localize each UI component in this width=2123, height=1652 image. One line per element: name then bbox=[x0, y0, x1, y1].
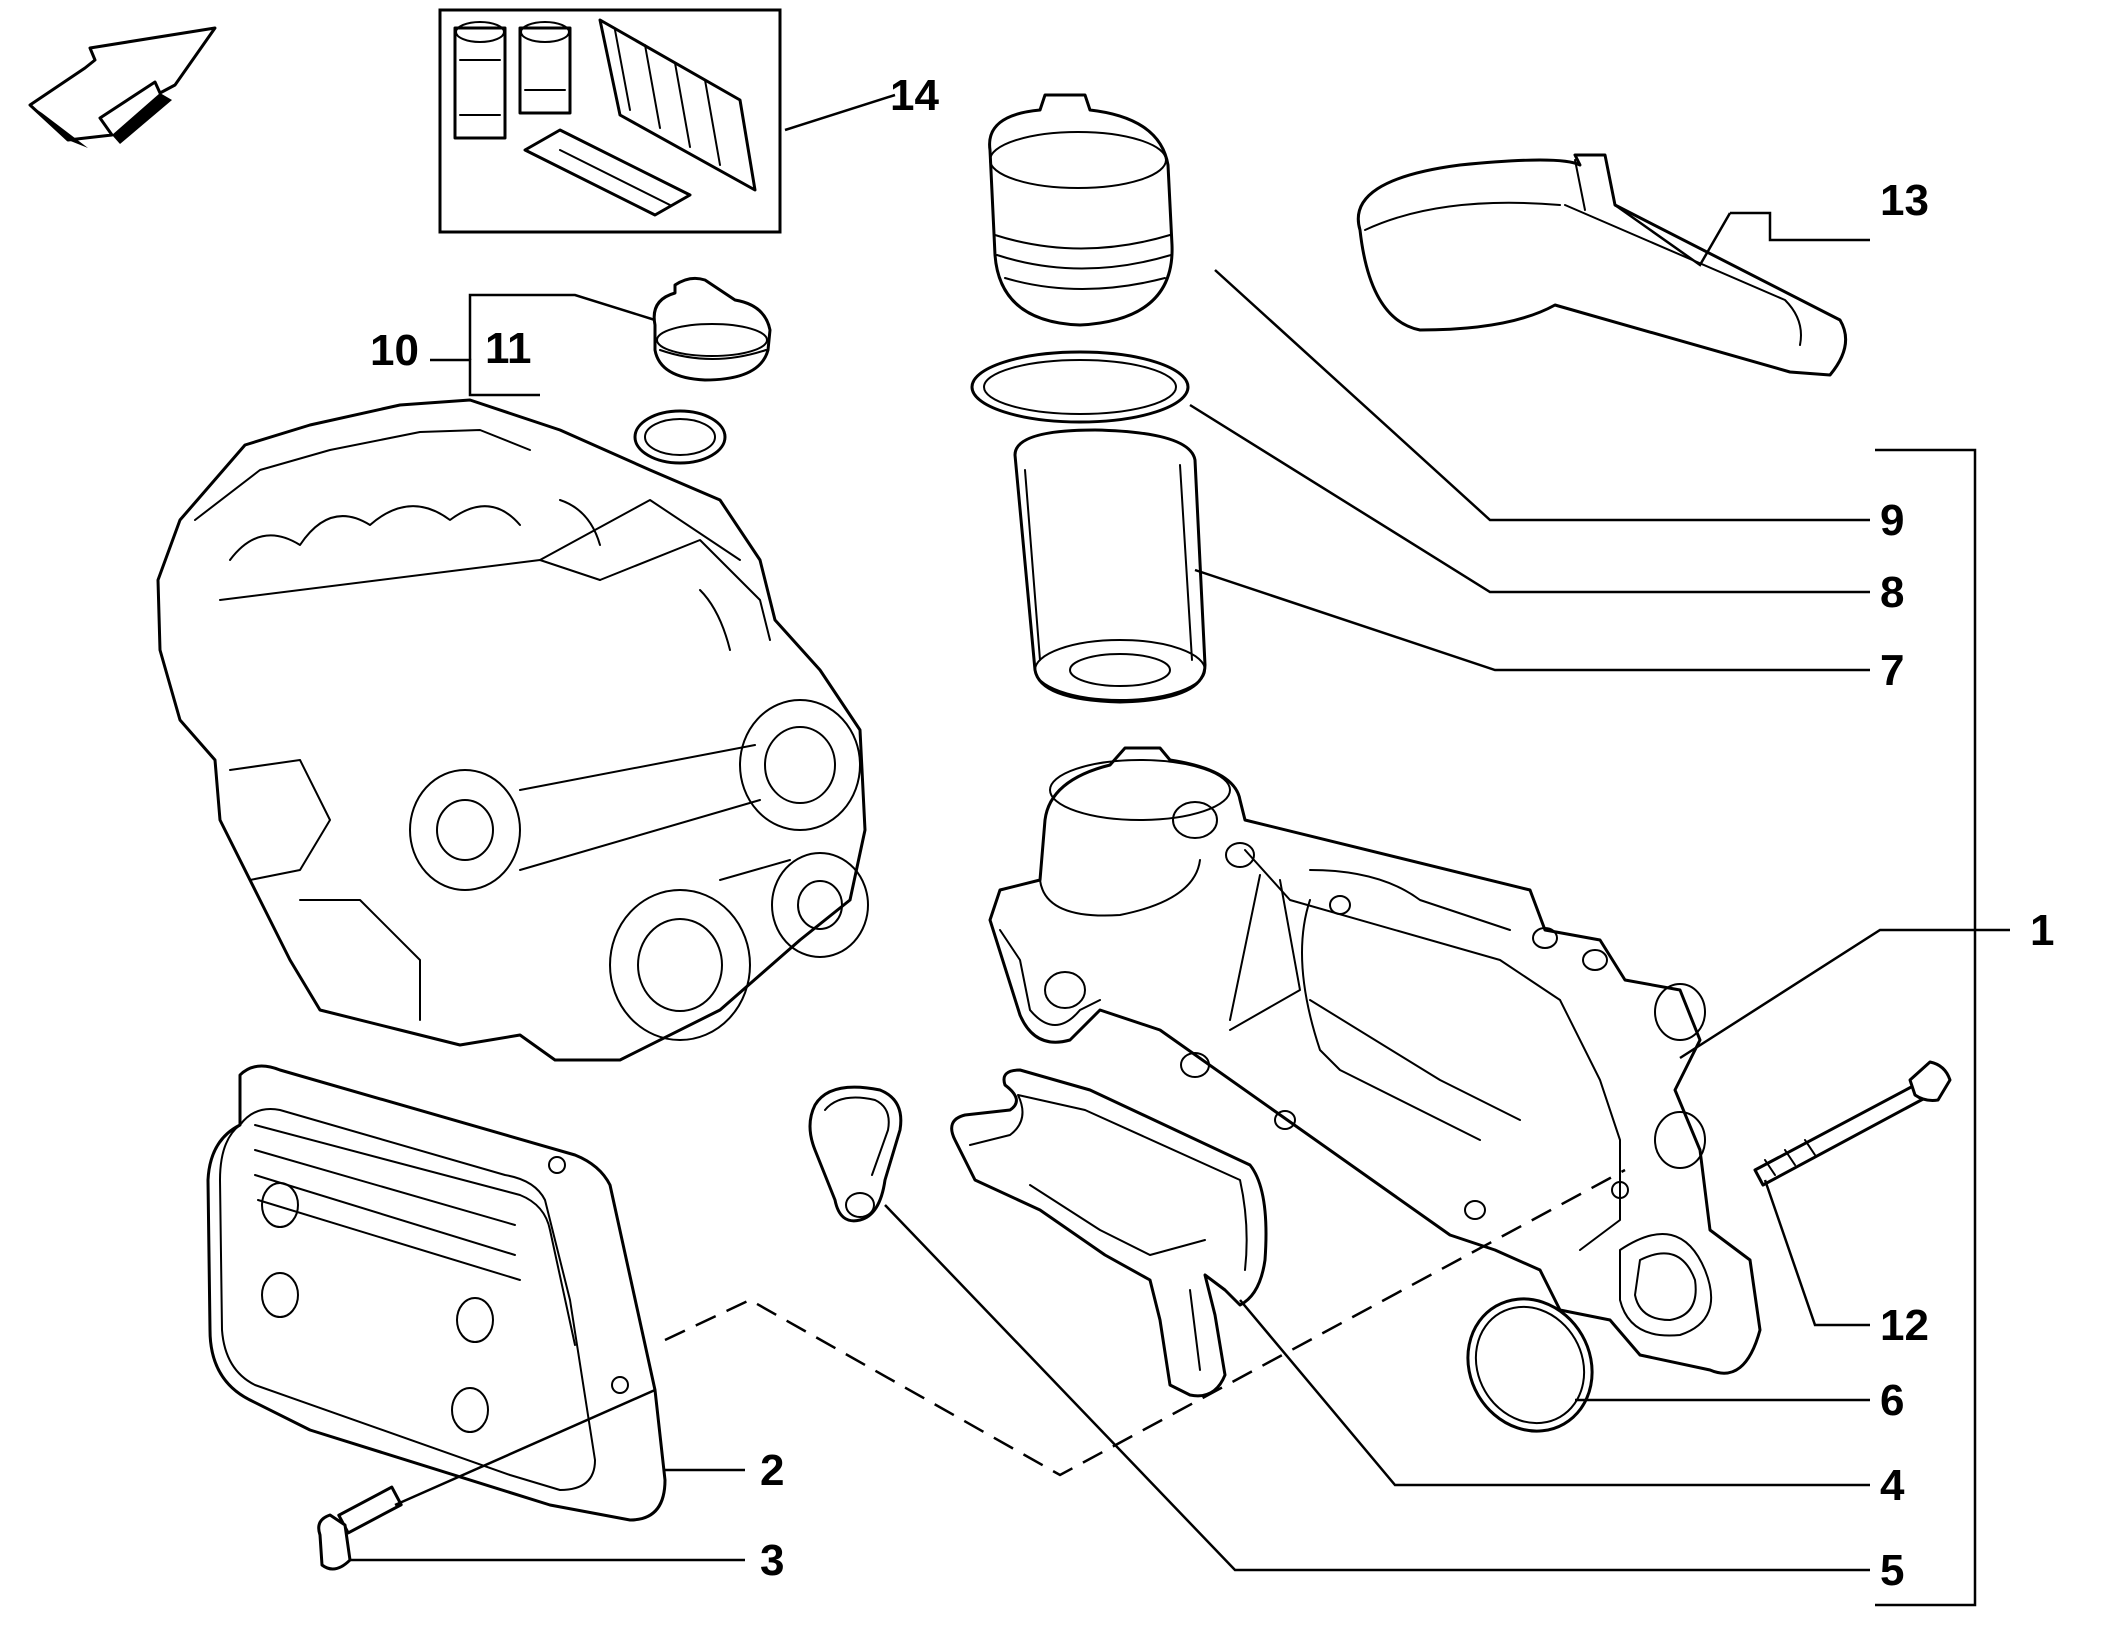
callout-2: 2 bbox=[760, 1446, 784, 1495]
assembly-path-dashed bbox=[664, 1168, 1626, 1477]
part-group-bracket bbox=[1875, 448, 1977, 1607]
direction-arrow-icon bbox=[28, 26, 217, 148]
leader-lines bbox=[350, 93, 2010, 1572]
engine-assembly bbox=[156, 398, 869, 1062]
oil-filler-cap bbox=[652, 276, 772, 382]
callout-9: 9 bbox=[1880, 496, 1904, 545]
oil-filter-cap bbox=[988, 93, 1174, 327]
callout-8: 8 bbox=[1880, 568, 1904, 617]
callout-6: 6 bbox=[1880, 1376, 1904, 1425]
callout-7: 7 bbox=[1880, 646, 1904, 695]
o-ring-8 bbox=[970, 350, 1190, 424]
gasket-4 bbox=[950, 1068, 1268, 1398]
oil-cooler bbox=[206, 1064, 667, 1522]
callout-11: 11 bbox=[485, 324, 532, 373]
callout-1: 1 bbox=[2030, 906, 2054, 955]
service-kit-box bbox=[438, 8, 782, 234]
callout-14: 14 bbox=[890, 71, 939, 120]
oil-filter-housing bbox=[988, 746, 1762, 1375]
screw-3 bbox=[317, 1485, 403, 1571]
gasket-5 bbox=[808, 1085, 903, 1223]
callout-12: 12 bbox=[1880, 1301, 1929, 1350]
bolt-12 bbox=[1753, 1060, 1952, 1187]
callout-labels: 1 2 3 4 5 6 7 8 9 10 11 12 13 14 bbox=[370, 71, 2054, 1595]
callout-4: 4 bbox=[1880, 1461, 1905, 1510]
callout-5: 5 bbox=[1880, 1546, 1904, 1595]
callout-10: 10 bbox=[370, 326, 419, 375]
o-ring-6 bbox=[1466, 1297, 1594, 1433]
filler-cap-seal bbox=[633, 409, 727, 465]
callout-3: 3 bbox=[760, 1536, 784, 1585]
filter-wrench-tool bbox=[1356, 153, 1848, 377]
filler-cap-bracket bbox=[430, 293, 656, 397]
callout-13: 13 bbox=[1880, 176, 1929, 225]
filter-cartridge bbox=[1013, 428, 1207, 704]
